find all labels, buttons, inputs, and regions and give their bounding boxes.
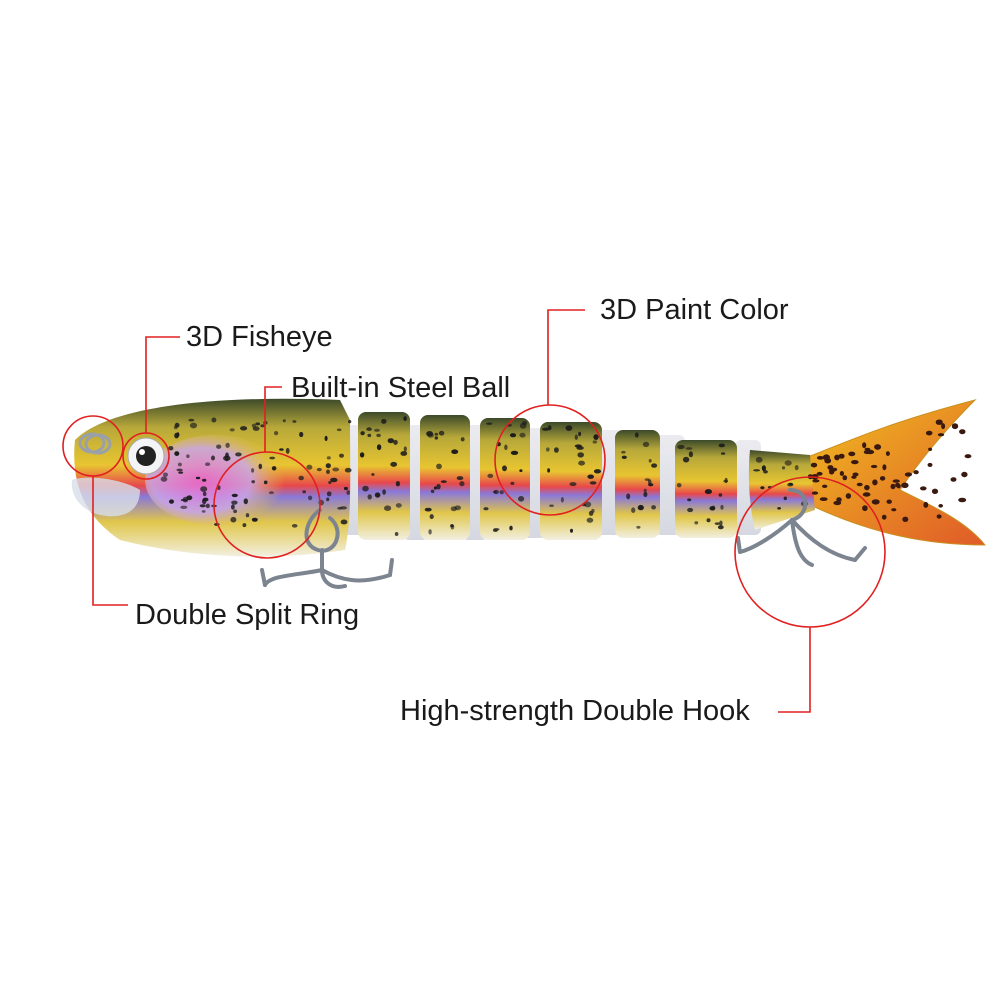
head-iridescent-patch [145,435,285,525]
front-hook [260,508,394,589]
diving-lip [71,477,140,517]
callout-circle-steel-ball [213,451,321,559]
leader-paint-color [547,309,585,405]
callout-circles [62,404,886,628]
leader-hook [778,627,811,713]
callout-circle-paint-color [494,404,606,516]
split-ring [78,432,112,455]
leader-split-ring [92,476,128,606]
tail-fin [799,399,987,546]
leader-fisheye [145,336,180,433]
leader-steel-ball [264,386,282,452]
fisheye [127,437,165,475]
callout-lines [92,309,811,713]
label-fisheye: 3D Fisheye [186,321,333,353]
tail-spots [807,419,972,522]
body-spots [158,416,808,536]
rear-hook [736,488,867,567]
label-split-ring: Double Split Ring [135,599,360,631]
label-paint-color: 3D Paint Color [600,294,789,326]
label-hook: High-strength Double Hook [400,695,750,727]
label-steel-ball: Built-in Steel Ball [291,372,511,404]
